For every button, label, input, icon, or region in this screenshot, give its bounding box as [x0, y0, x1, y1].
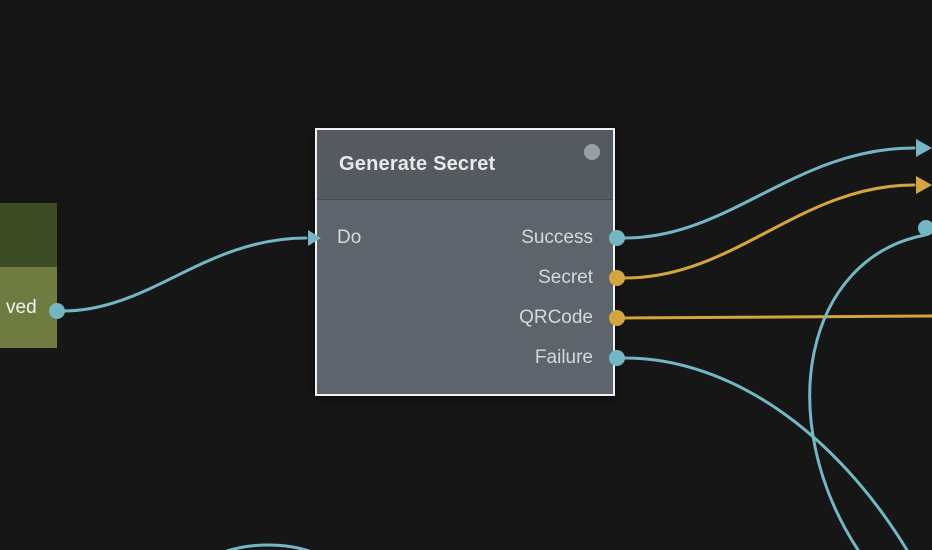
- wire-qrcode-to-right[interactable]: [623, 314, 932, 320]
- wire-saved-to-do[interactable]: [61, 236, 308, 313]
- edge-arrowhead-gold-icon: [916, 176, 932, 194]
- output-label-secret: Secret: [538, 267, 593, 288]
- wire-bottom-edge-arc[interactable]: [219, 543, 317, 550]
- node-saved-partial[interactable]: ved: [0, 203, 57, 348]
- left-node-header: [0, 203, 57, 267]
- port-row: Secret: [317, 258, 613, 298]
- left-node-output-port[interactable]: [49, 303, 65, 319]
- wire-success-to-right[interactable]: [623, 146, 916, 240]
- wire-right-edge-arc[interactable]: [808, 233, 927, 550]
- port-row: Failure: [317, 338, 613, 378]
- output-label-success: Success: [521, 227, 593, 248]
- output-label-failure: Failure: [534, 347, 593, 368]
- left-node-label: ved: [6, 296, 37, 318]
- node-body: Do Success Secret QRCode Failure: [317, 200, 613, 378]
- output-port-failure[interactable]: [609, 350, 625, 366]
- edge-arrowhead-teal-icon: [916, 139, 932, 157]
- output-port-secret[interactable]: [609, 270, 625, 286]
- input-port-do[interactable]: [308, 230, 321, 246]
- output-label-qrcode: QRCode: [519, 307, 593, 328]
- right-edge-port[interactable]: [918, 220, 932, 236]
- wire-secret-to-right[interactable]: [623, 183, 916, 280]
- port-row: Do Success: [317, 218, 613, 258]
- status-dot-icon: [584, 144, 600, 160]
- left-node-row: ved: [0, 267, 57, 348]
- node-generate-secret[interactable]: Generate Secret Do Success Secret QRCode…: [315, 128, 615, 396]
- node-header: Generate Secret: [317, 130, 613, 200]
- output-port-qrcode[interactable]: [609, 310, 625, 326]
- port-row: QRCode: [317, 298, 613, 338]
- input-label-do: Do: [337, 227, 362, 248]
- wire-failure-to-bottom[interactable]: [623, 356, 909, 550]
- node-title: Generate Secret: [339, 153, 496, 175]
- output-port-success[interactable]: [609, 230, 625, 246]
